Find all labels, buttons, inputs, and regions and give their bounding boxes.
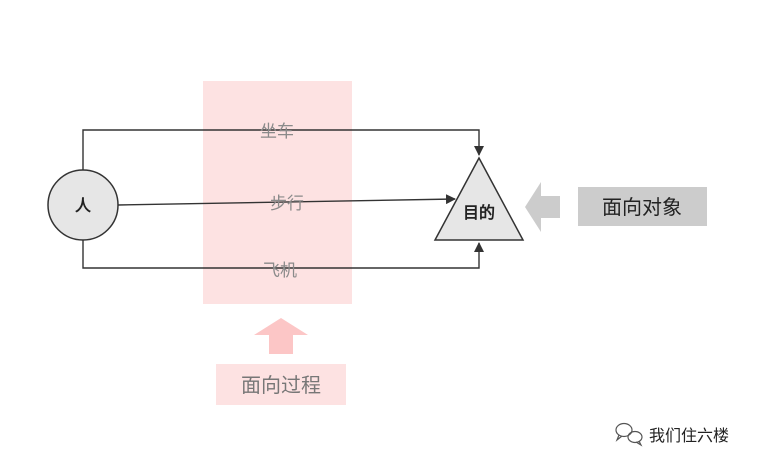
route-line-bottom xyxy=(82,240,484,269)
route-label-top: 坐车 xyxy=(260,122,294,142)
object-callout-arrow xyxy=(525,182,560,232)
process-callout-arrow xyxy=(254,318,308,354)
target-node-label: 目的 xyxy=(463,203,495,222)
process-highlight-band xyxy=(203,81,352,304)
process-callout-box xyxy=(216,364,346,405)
source-node-label: 人 xyxy=(75,196,92,215)
target-node-triangle xyxy=(433,156,525,241)
process-callout-label: 面向过程 xyxy=(241,373,321,397)
source-node-circle xyxy=(47,169,119,241)
route-line-top xyxy=(82,129,484,173)
route-label-middle: 步行 xyxy=(270,194,304,214)
wechat-icon xyxy=(615,422,643,447)
watermark-text: 我们住六楼 xyxy=(649,426,729,445)
object-callout-box xyxy=(578,187,707,226)
watermark: 我们住六楼 xyxy=(615,422,729,447)
route-label-bottom: 飞机 xyxy=(263,261,297,281)
route-line-middle xyxy=(117,194,456,206)
object-callout-label: 面向对象 xyxy=(602,195,682,219)
